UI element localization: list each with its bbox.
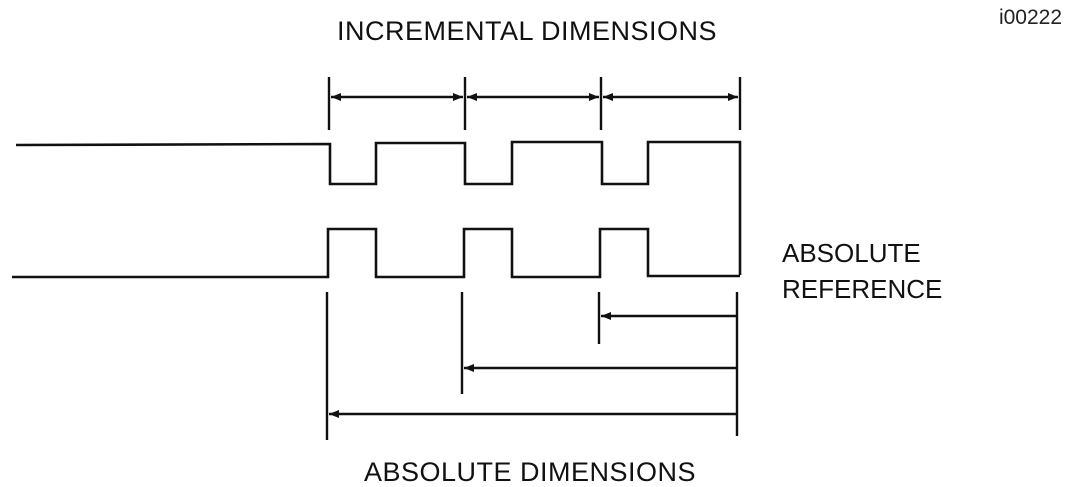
absolute-reference-label-line2: REFERENCE	[782, 274, 942, 304]
incremental-dimensions-label: INCREMENTAL DIMENSIONS	[337, 16, 717, 46]
image-id-label: i00222	[999, 6, 1062, 29]
upper-waveform	[15, 140, 742, 275]
lower-waveform	[12, 227, 740, 279]
absolute-dimensions-label: ABSOLUTE DIMENSIONS	[364, 457, 696, 487]
absolute-reference-label-line1: ABSOLUTE	[782, 238, 921, 268]
